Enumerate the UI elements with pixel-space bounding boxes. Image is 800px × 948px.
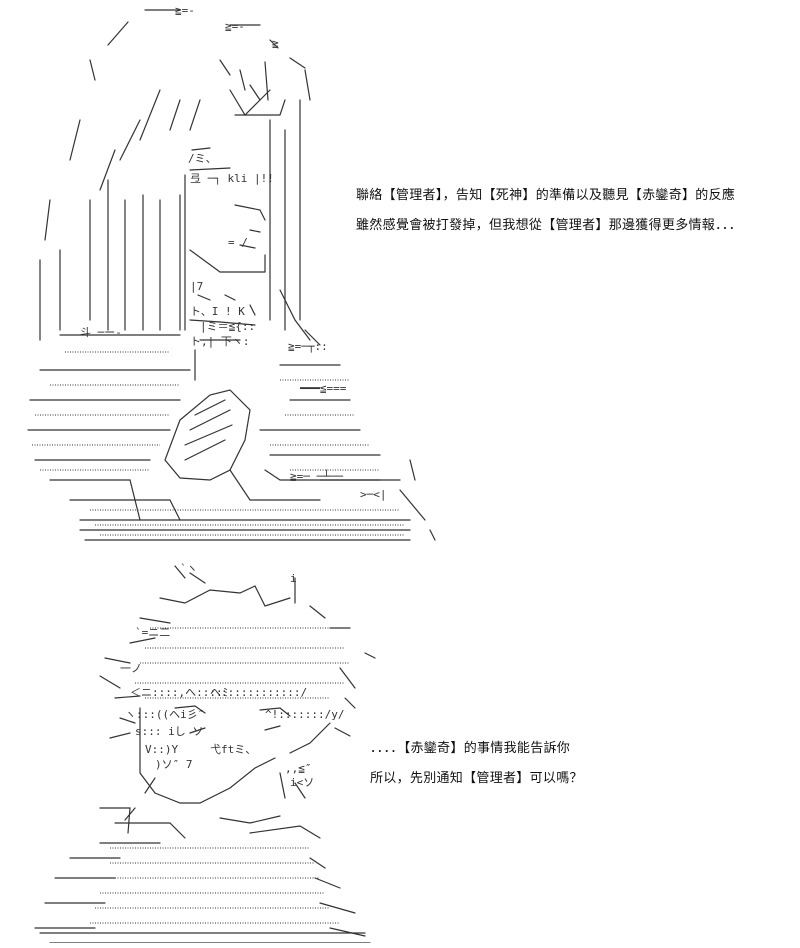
svg-text:≧=-: ≧=-	[225, 20, 245, 33]
top-dialogue: 聯絡【管理者】，告知【死神】的準備以及聽見【赤鑾奇】的反應 雖然感覺會被打發掉，…	[356, 181, 742, 241]
svg-text:≧=─┬::: ≧=─┬::	[288, 340, 328, 353]
top-dialogue-line-2: 雖然感覺會被打發掉，但我想從【管理者】那邊獲得更多情報．．．	[356, 218, 743, 233]
svg-text:ヽ:::((ヘi彡″: ヽ:::((ヘi彡″	[125, 708, 204, 721]
long-hair-figure-illustration: ≧=- ≧=- ≧ /ミ、 弖 ─┐ kli |!! = / |7 ト、I ! …	[27, 4, 436, 541]
top-ascii-art: ≧=- ≧=- ≧ /ミ、 弖 ─┐ kli |!! = / |7 ト、I ! …	[20, 0, 450, 542]
svg-text:= /: = /	[228, 236, 248, 249]
svg-text:━━━≦===: ━━━≦===	[299, 382, 347, 395]
svg-text:弋ftミ、: 弋ftミ、	[210, 743, 256, 756]
bottom-ascii-art: `ヽ i `=ニ二 一ノ ＜ニ::::,へ::::ﾐ へ::::::::::::…	[10, 558, 380, 943]
svg-text:|ミ＝≦{::: |ミ＝≦{::	[200, 320, 255, 333]
svg-text:≧: ≧	[272, 37, 279, 50]
bottom-dialogue: ．．．．【赤鑾奇】的事情我能告訴你 所以，先別通知【管理者】可以嗎？	[370, 734, 583, 794]
svg-text:`ヽ: `ヽ	[180, 562, 198, 575]
bottom-dialogue-line-2: 所以，先別通知【管理者】可以嗎？	[370, 771, 583, 786]
svg-text:`=ニ二: `=ニ二	[135, 626, 170, 639]
svg-text:ト,| 下ヽ:: ト,| 下ヽ:	[190, 335, 250, 348]
svg-text:|7: |7	[190, 280, 203, 293]
svg-text:≧=─ ─┴──: ≧=─ ─┴──	[290, 469, 343, 483]
bottom-dialogue-line-1: ．．．．【赤鑾奇】的事情我能告訴你	[370, 741, 571, 756]
svg-text:一ノ: 一ノ	[120, 662, 142, 675]
svg-text:s::: iし ソ: s::: iし ソ	[135, 725, 203, 738]
svg-text:V::)Y: V::)Y	[145, 743, 178, 756]
svg-text:≧=-: ≧=-	[175, 4, 195, 17]
svg-text:,,≦″: ,,≦″	[285, 762, 312, 775]
svg-text:＜ニ::::,へ::::ﾐ: ＜ニ::::,へ::::ﾐ	[130, 686, 228, 699]
svg-text:弖 ─┐ kli |!!: 弖 ─┐ kli |!!	[190, 172, 274, 185]
spiky-hair-figure-illustration: `ヽ i `=ニ二 一ノ ＜ニ::::,へ::::ﾐ へ::::::::::::…	[34, 562, 376, 943]
svg-text:ト、I ! K: ト、I ! K	[190, 305, 245, 318]
svg-text:i: i	[290, 572, 297, 585]
svg-text:/ミ、: /ミ、	[188, 152, 217, 165]
svg-text:i<ソ: i<ソ	[290, 776, 314, 789]
svg-text:へ::::::::::::/: へ::::::::::::/	[210, 686, 307, 699]
svg-text:斗 ─ー-: 斗 ─ー-	[80, 326, 122, 339]
svg-text:>─<|: >─<|	[360, 488, 387, 501]
svg-text:^!:::::::/y/: ^!:::::::/y/	[265, 708, 344, 721]
svg-text:)ソ″ 7: )ソ″ 7	[155, 758, 193, 771]
top-dialogue-line-1: 聯絡【管理者】，告知【死神】的準備以及聽見【赤鑾奇】的反應	[356, 188, 736, 203]
